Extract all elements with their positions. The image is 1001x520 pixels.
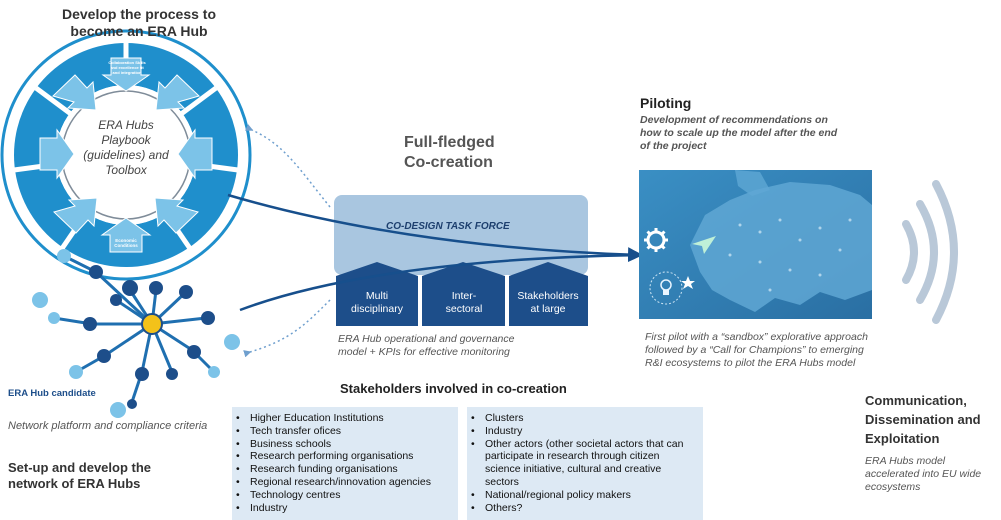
network-node <box>48 312 60 324</box>
hub-candidate-node <box>141 313 163 335</box>
network-node <box>135 367 149 381</box>
list-item: Research performing organisations <box>232 450 458 463</box>
wheel-center-label: ERA Hubs Playbook (guidelines) and Toolb… <box>83 118 169 177</box>
network-node <box>89 265 103 279</box>
communication-title: Communication, Dissemination and Exploit… <box>865 393 981 446</box>
list-item: Regional research/innovation agencies <box>232 476 458 489</box>
task-force-band <box>334 195 588 275</box>
piloting-description: Development of recommendations on how to… <box>640 114 838 152</box>
list-item: Research funding organisations <box>232 463 458 476</box>
broadcast-waves-icon <box>902 180 958 324</box>
europe-map <box>639 170 872 319</box>
network-node <box>32 292 48 308</box>
list-item: Industry <box>232 502 458 515</box>
paper-plane-icon <box>692 236 716 254</box>
network-node <box>69 365 83 379</box>
network-node <box>110 294 122 306</box>
list-item: Industry <box>467 425 703 438</box>
arrow-from-network <box>239 253 641 312</box>
wheel-arrow-right <box>177 128 213 180</box>
network-node <box>201 311 215 325</box>
list-item: National/regional policy makers <box>467 489 703 502</box>
network-node <box>166 368 178 380</box>
wheel-arrow-upper-right <box>155 74 200 111</box>
network-node <box>208 366 220 378</box>
stakeholders-title: Stakeholders involved in co-creation <box>340 381 567 396</box>
network-node <box>179 285 193 299</box>
piloting-title: Piloting <box>640 95 692 111</box>
wheel-arrow-bottom <box>100 217 152 253</box>
wheel-arrow-upper-left <box>52 74 97 111</box>
box-intersectoral-label: Inter- sectoral <box>445 290 483 315</box>
co-creation-block <box>334 195 588 326</box>
network-node <box>97 349 111 363</box>
pilot-caption: First pilot with a “sandbox” explorative… <box>645 331 868 369</box>
network-node <box>187 345 201 359</box>
network-title: Set-up and develop the network of ERA Hu… <box>8 460 152 491</box>
network-graph <box>32 249 240 418</box>
list-item: Business schools <box>232 438 458 451</box>
network-node <box>122 280 138 296</box>
task-force-label: CO-DESIGN TASK FORCE <box>386 221 510 232</box>
communication-description: ERA Hubs model accelerated into EU wide … <box>865 455 982 493</box>
network-node-label: ERA Hub candidate <box>8 388 96 399</box>
process-wheel <box>0 29 252 281</box>
box-multidisciplinary <box>336 276 418 326</box>
network-node <box>127 399 137 409</box>
feedback-arrow-bottom <box>243 299 331 358</box>
network-node <box>110 402 126 418</box>
wheel-arrow-top <box>101 57 151 92</box>
list-item: Technology centres <box>232 489 458 502</box>
feedback-arrow-top <box>244 124 331 208</box>
network-node <box>149 281 163 295</box>
box-stakeholders <box>509 276 588 326</box>
box-multidisciplinary-label: Multi disciplinary <box>351 290 403 315</box>
stakeholders-list-right: Clusters Industry Other actors (other so… <box>467 407 703 520</box>
wheel-outer-ring <box>0 29 252 281</box>
list-item: Others? <box>467 502 703 515</box>
list-item: Tech transfer ofices <box>232 425 458 438</box>
network-caption: Network platform and compliance criteria <box>8 420 208 432</box>
lightbulb-icon <box>649 271 683 305</box>
list-item: Other actors (other societal actors that… <box>467 438 703 489</box>
network-node <box>57 249 71 263</box>
wheel-arrow-left <box>39 128 75 180</box>
wheel-arrow-lower-left <box>53 197 98 234</box>
wheel-segment-label: Economic Conditions <box>114 238 138 248</box>
list-item: Clusters <box>467 412 703 425</box>
wheel-arrow-lower-right <box>154 197 199 234</box>
network-node <box>224 334 240 350</box>
network-node <box>83 317 97 331</box>
operational-model-caption: ERA Hub operational and governance model… <box>338 333 515 358</box>
star-icon <box>681 276 695 289</box>
process-title: Develop the process to become an ERA Hub <box>61 6 217 39</box>
box-stakeholders-label: Stakeholders at large <box>517 290 579 315</box>
box-intersectoral <box>422 276 505 326</box>
map-landmass <box>690 182 872 312</box>
wheel-segment-label: Collaboration Skills and excellence fit … <box>108 60 146 75</box>
gear-icon <box>644 228 668 252</box>
cocreation-title: Full-fledged Co-creation <box>404 134 495 171</box>
stakeholders-list-left: Higher Education Institutions Tech trans… <box>232 407 458 520</box>
arrow-from-wheel <box>227 193 643 263</box>
list-item: Higher Education Institutions <box>232 412 458 425</box>
